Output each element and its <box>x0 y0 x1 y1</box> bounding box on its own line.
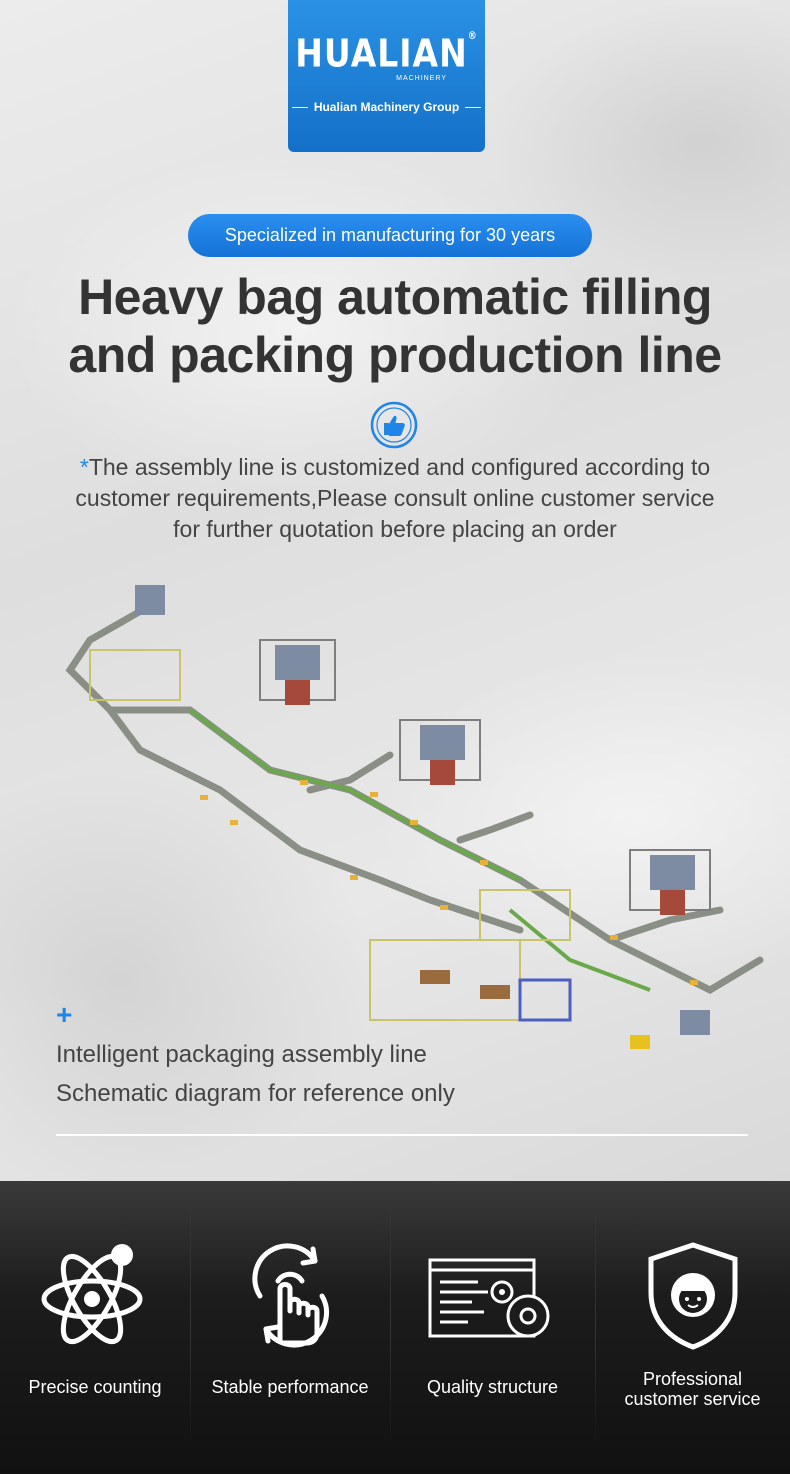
brand-logo-tab[interactable]: HUALIAN® MACHINERY Hualian Machinery Gro… <box>288 0 485 152</box>
diagram-caption: Intelligent packaging assembly line Sche… <box>56 1041 455 1107</box>
code-gears-icon <box>428 1258 549 1338</box>
customization-note: *The assembly line is customized and con… <box>75 454 715 542</box>
plus-icon: + <box>56 999 73 1030</box>
shield-agent-icon <box>648 1242 737 1350</box>
hero-section: HUALIAN® MACHINERY Hualian Machinery Gro… <box>0 0 790 1181</box>
feature-label: Quality structure <box>426 1377 559 1397</box>
logo-group-name: Hualian Machinery Group <box>288 100 485 114</box>
features-panel: Precise counting Stable performance <box>0 1181 790 1474</box>
touch-hand-icon <box>252 1243 329 1348</box>
thumbs-up-icon <box>370 401 418 449</box>
feature-label: Professional customer service <box>624 1369 761 1409</box>
feature-label: Precise counting <box>28 1377 162 1397</box>
logo-wordmark: HUALIAN® <box>295 31 478 76</box>
divider-line <box>56 1134 748 1136</box>
feature-divider <box>390 1201 391 1451</box>
page-title: Heavy bag automatic filling and packing … <box>68 269 722 383</box>
feature-stable-performance: Stable performance <box>190 1181 390 1474</box>
feature-precise-counting: Precise counting <box>0 1181 190 1474</box>
experience-badge: Specialized in manufacturing for 30 year… <box>188 214 592 257</box>
feature-customer-service: Professional customer service <box>595 1181 790 1474</box>
feature-divider <box>190 1201 191 1451</box>
logo-subtext: MACHINERY <box>396 75 447 82</box>
feature-divider <box>595 1201 596 1451</box>
feature-quality-structure: Quality structure <box>390 1181 595 1474</box>
production-line-diagram <box>65 585 764 1049</box>
feature-label: Stable performance <box>211 1377 369 1397</box>
atom-icon <box>41 1244 143 1345</box>
